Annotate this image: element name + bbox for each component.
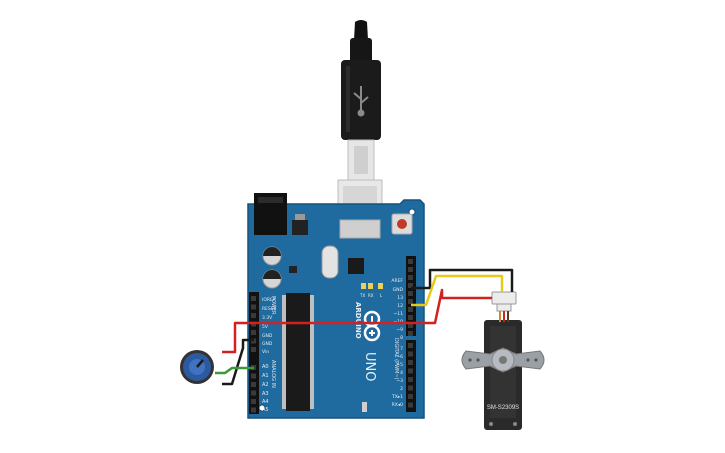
header-pin-hole[interactable]: [408, 377, 413, 382]
pin-label-9: ~9: [396, 327, 403, 333]
pin-label-vin: Vin: [262, 349, 269, 355]
pin-label-3v3: 3.3V: [262, 315, 273, 321]
header-pin-hole[interactable]: [251, 296, 256, 301]
header-pin-hole[interactable]: [251, 373, 256, 379]
header-pin-hole[interactable]: [408, 259, 413, 264]
pin-label-5: ~5: [396, 362, 403, 368]
pin-label-4: 4: [400, 370, 403, 376]
l-label: L: [380, 293, 383, 298]
pin-label-12: 12: [397, 303, 403, 309]
model-label: UNO: [362, 352, 377, 381]
analog-header-label: ANALOG IN: [270, 360, 276, 388]
pin-label-gnd-1: GND: [262, 333, 273, 339]
header-pin-hole[interactable]: [408, 323, 413, 328]
rx-label: RX: [368, 293, 374, 298]
potentiometer[interactable]: [180, 350, 214, 384]
pin-label-3: ~3: [396, 378, 403, 384]
header-pin-hole[interactable]: [408, 299, 413, 304]
pin-label-5v: 5V: [262, 324, 269, 330]
pin-label-a5: A5: [262, 407, 269, 413]
microcontroller-chip: [286, 293, 310, 411]
header-pin-hole[interactable]: [251, 304, 256, 310]
header-pin-hole[interactable]: [251, 382, 256, 387]
header-pin-hole[interactable]: [408, 315, 413, 320]
wire-servo-gnd[interactable]: [411, 268, 514, 292]
pin-label-reset: RESET: [262, 306, 277, 312]
pin-label-a4: A4: [262, 399, 269, 405]
pin-label-7: 7: [400, 346, 403, 352]
header-pin-hole[interactable]: [408, 331, 413, 336]
header-pin-hole[interactable]: [408, 360, 413, 365]
arduino-logo-icon: [363, 310, 381, 342]
wire-pot-gnd[interactable]: [222, 338, 254, 386]
pin-label-1: TX▸1: [391, 394, 403, 400]
pin-label-gnd-2: GND: [262, 341, 273, 347]
header-pin-hole[interactable]: [408, 402, 413, 408]
wire-servo-signal[interactable]: [411, 274, 504, 307]
header-pin-hole[interactable]: [408, 307, 413, 312]
header-pin-hole[interactable]: [408, 351, 413, 357]
brand-label: ARDUINO: [354, 302, 362, 339]
header-pin-hole[interactable]: [408, 385, 413, 391]
header-pin-hole[interactable]: [408, 368, 413, 374]
pin-label-a1: A1: [262, 373, 269, 379]
header-pin-hole[interactable]: [251, 330, 256, 335]
pin-label-11: ~11: [394, 311, 404, 317]
tx-label: TX: [359, 293, 365, 298]
header-pin-hole[interactable]: [251, 399, 256, 404]
header-pin-hole[interactable]: [251, 313, 256, 318]
pin-label-13: 13: [397, 295, 403, 301]
pin-label-a3: A3: [262, 391, 269, 397]
digital-header-lower: [406, 340, 416, 412]
power-header-label: POWER: [270, 296, 276, 315]
header-pin-hole[interactable]: [408, 283, 413, 288]
pin-label-8: 8: [400, 335, 403, 341]
usb-cable[interactable]: [337, 20, 383, 231]
pin-label-2: 2: [400, 386, 403, 392]
usb-symbol-icon: [353, 86, 369, 117]
pin-label-6: ~6: [396, 354, 403, 360]
wire-pot-signal[interactable]: [215, 366, 254, 375]
header-pin-hole[interactable]: [251, 407, 256, 413]
pin-label-ioref: IOREF: [262, 297, 276, 303]
potentiometer-knob-indicator: [196, 359, 204, 368]
power-header: [249, 292, 259, 362]
reset-button[interactable]: [391, 213, 413, 235]
servo-connector: [491, 291, 517, 305]
pin-label-a2: A2: [262, 382, 269, 388]
header-pin-hole[interactable]: [251, 390, 256, 396]
header-pin-hole[interactable]: [408, 343, 413, 348]
pin-label-aref: AREF: [391, 278, 403, 284]
header-pin-hole[interactable]: [408, 267, 413, 272]
pin-label-0: RX◂0: [392, 402, 403, 408]
pin-label-gnd-d: GND: [393, 287, 404, 293]
header-pin-hole[interactable]: [251, 347, 256, 352]
analog-header: [249, 362, 259, 414]
pin-label-a0: A0: [262, 364, 269, 370]
header-pin-hole[interactable]: [408, 394, 413, 399]
digital-header-label: DIGITAL (PWM~): [393, 338, 399, 380]
wires[interactable]: [215, 268, 514, 386]
wire-servo-power[interactable]: [222, 288, 492, 354]
micro-servo[interactable]: SM-S2309S: [461, 291, 545, 430]
header-pin-hole[interactable]: [408, 275, 413, 280]
header-pin-hole[interactable]: [408, 291, 413, 296]
arduino-uno-board[interactable]: TX RX L ARDUINO UNO POWER ANALOG IN DIGI…: [247, 193, 425, 419]
servo-model-label: SM-S2309S: [487, 405, 519, 411]
